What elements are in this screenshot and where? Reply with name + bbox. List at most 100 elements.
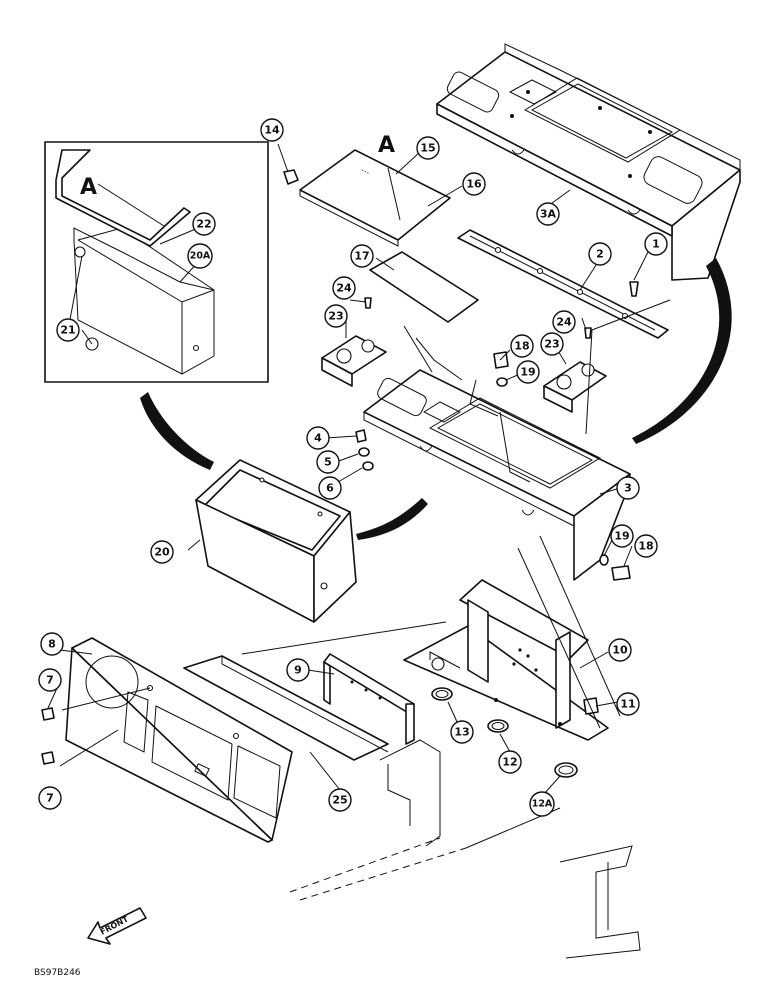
callout-circle: [192, 212, 216, 236]
grommet-12a-inner: [558, 765, 574, 775]
callout-label: 24: [556, 316, 572, 329]
bolt-11: [583, 697, 599, 715]
callout-circle: [616, 476, 640, 500]
callout-label: 12A: [532, 799, 553, 810]
callout-b3: 3: [616, 476, 640, 500]
callout-circle: [610, 524, 634, 548]
callout-circle: [332, 276, 356, 300]
front-panel: [65, 637, 293, 843]
callout-circle: [286, 658, 310, 682]
callout-label: 20: [154, 546, 170, 559]
callout-b1: 1: [644, 232, 668, 256]
screw-24-left: [364, 297, 372, 309]
callout-circle: [510, 334, 534, 358]
callout-circle: [260, 118, 284, 142]
grommet-12: [487, 719, 509, 733]
callout-label: 7: [46, 674, 54, 687]
callout-label: 5: [324, 456, 332, 469]
callout-label: 18: [514, 340, 529, 353]
callout-label: 21: [60, 324, 75, 337]
bolt-1: [629, 281, 639, 297]
grommet-13: [431, 687, 453, 701]
callout-circle: [306, 426, 330, 450]
callout-b23a: 23: [324, 304, 348, 328]
callout-b13: 13: [450, 720, 474, 744]
trim-strip: [457, 229, 669, 339]
switch-left: [321, 335, 387, 387]
callout-b25: 25: [328, 788, 352, 812]
callout-label: 7: [46, 792, 54, 805]
callout-circle: [608, 638, 632, 662]
callout-b7a: 7: [38, 668, 62, 692]
screw-7-upper: [41, 707, 55, 721]
callout-label: 16: [466, 178, 482, 191]
cover-plate: ⋯: [299, 149, 451, 247]
front-direction-arrow: FRONT: [87, 907, 147, 945]
callout-b3a: 3A: [536, 202, 560, 226]
storage-bin: [195, 459, 357, 623]
grommet-13-inner: [435, 690, 449, 698]
callout-b22: 22: [192, 212, 216, 236]
callout-label: 22: [196, 218, 211, 231]
mount-bracket: [323, 653, 415, 745]
callout-b16: 16: [462, 172, 486, 196]
callout-b21: 21: [56, 318, 80, 342]
callout-circle: [516, 360, 540, 384]
callout-label: 8: [48, 638, 56, 651]
console-tray-lower: [363, 369, 631, 581]
callout-label: 12: [502, 756, 517, 769]
callout-label: 14: [264, 124, 280, 137]
bolt-14: [283, 169, 299, 185]
callout-b12a: 12A: [529, 791, 555, 817]
screw-7-lower: [41, 751, 55, 765]
callout-b12: 12: [498, 750, 522, 774]
callout-b6: 6: [318, 476, 342, 500]
assembly-arrow-right: [632, 258, 732, 444]
callout-b17: 17: [350, 244, 374, 268]
callout-label: 3: [624, 482, 632, 495]
washer-19-upper: [496, 377, 508, 387]
callout-b15: 15: [416, 136, 440, 160]
callout-circle: [552, 310, 576, 334]
switch-right: [543, 361, 607, 413]
callout-circle: [40, 632, 64, 656]
callout-circle: [634, 534, 658, 558]
callout-circle: [328, 788, 352, 812]
callout-b18b: 18: [634, 534, 658, 558]
callout-circle: [38, 786, 62, 810]
cab-frame-outline: [289, 739, 641, 959]
callout-label: 13: [454, 726, 469, 739]
assembly-arrow-left: [140, 392, 214, 470]
callout-circle: [644, 232, 668, 256]
callout-label: 17: [354, 250, 369, 263]
gasket: [369, 251, 479, 323]
detail-a-inset: [44, 141, 269, 383]
callout-b9: 9: [286, 658, 310, 682]
washer-19-lower: [599, 554, 609, 566]
callout-circle: [529, 791, 555, 817]
detail-letter-main: A: [378, 133, 395, 158]
bolt-4: [355, 429, 367, 443]
callout-circle: [150, 540, 174, 564]
callout-label: 6: [326, 482, 334, 495]
callout-label: 15: [420, 142, 435, 155]
svg-text:⋯: ⋯: [359, 166, 372, 179]
callout-b8: 8: [40, 632, 64, 656]
callout-label: 24: [336, 282, 352, 295]
callout-b2: 2: [588, 242, 612, 266]
callout-b23b: 23: [540, 332, 564, 356]
callout-label: 4: [314, 432, 322, 445]
callout-b10: 10: [608, 638, 632, 662]
callout-b24a: 24: [332, 276, 356, 300]
callout-circle: [38, 668, 62, 692]
callout-circle: [616, 692, 640, 716]
callout-balloons: 1233A456778910111212A1314151617181819192…: [38, 118, 668, 817]
callout-circle: [350, 244, 374, 268]
callout-b5: 5: [316, 450, 340, 474]
callout-circle: [416, 136, 440, 160]
console-tray-upper: [436, 43, 741, 281]
callout-b7b: 7: [38, 786, 62, 810]
callout-b20: 20: [150, 540, 174, 564]
callout-b4: 4: [306, 426, 330, 450]
callout-circle: [450, 720, 474, 744]
